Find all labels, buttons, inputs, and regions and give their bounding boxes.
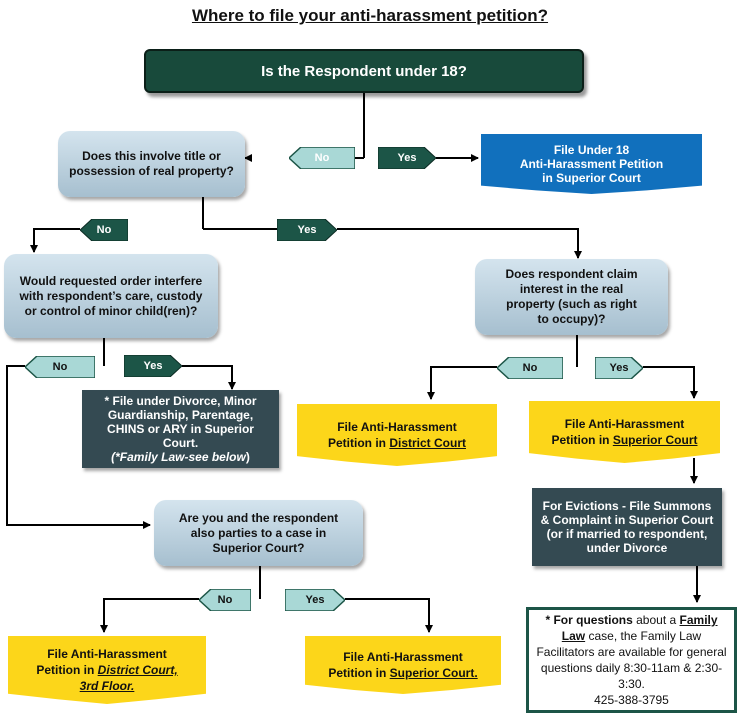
tag-no-under18: No xyxy=(289,147,355,169)
info-about: about a xyxy=(632,613,677,627)
result-under-18-superior: File Under 18 Anti-Harassment Petition i… xyxy=(481,134,702,194)
connector-parties-yes xyxy=(345,598,433,633)
tag-no-claim: No xyxy=(497,357,563,379)
question-superior-case-parties: Are you and the respondent also parties … xyxy=(154,500,363,566)
result-superior-court-2: File Anti-Harassment Petition in Superio… xyxy=(305,636,501,694)
result-superior-2-line1: File Anti-Harassment xyxy=(343,650,463,664)
question-claim-interest: Does respondent claim interest in the re… xyxy=(475,259,668,335)
result-under-18-line3: in Superior Court xyxy=(542,171,641,185)
info-phone: 425-388-3795 xyxy=(594,693,669,707)
tag-yes-under18: Yes xyxy=(378,147,436,169)
info-questions: * For questions xyxy=(545,613,633,627)
tag-no-parties: No xyxy=(199,589,251,611)
tag-no-children: No xyxy=(25,356,95,378)
info-family-law: Family Law xyxy=(561,613,718,643)
result-district-2-court: District Court, xyxy=(97,663,178,677)
connector-claim-yes xyxy=(643,366,698,399)
family-law-info-box: * For questions about a Family Law case,… xyxy=(526,607,737,713)
question-minor-children: Would requested order interfere with res… xyxy=(4,254,218,338)
connector-property-yes xyxy=(203,228,578,258)
result-district-2-line1: File Anti-Harassment xyxy=(47,647,167,661)
result-divorce-note: (*Family Law-see below xyxy=(111,450,246,464)
tag-yes-property: Yes xyxy=(277,219,337,241)
connector-children-no xyxy=(6,365,151,529)
result-district-1-court: District Court xyxy=(389,436,466,450)
result-district-1-line1: File Anti-Harassment xyxy=(337,420,457,434)
result-superior-court-1: File Anti-Harassment Petition in Superio… xyxy=(529,401,720,463)
tag-no-property: No xyxy=(80,219,128,241)
result-district-2-line2: Petition in xyxy=(36,663,98,677)
result-superior-2-line2: Petition in xyxy=(328,666,390,680)
result-under-18-line1: File Under 18 xyxy=(553,143,630,157)
result-superior-1-line2: Petition in xyxy=(551,433,613,447)
connector-property-no xyxy=(30,228,80,253)
page-title: Where to file your anti-harassment petit… xyxy=(191,6,549,25)
result-divorce-family-law: * File under Divorce, Minor Guardianship… xyxy=(82,390,279,468)
result-divorce-note-end: ) xyxy=(245,450,250,464)
tag-yes-claim: Yes xyxy=(595,357,643,379)
result-district-1-line2: Petition in xyxy=(327,436,390,450)
result-district-2-floor: 3rd Floor. xyxy=(79,679,135,693)
result-superior-2-court: Superior Court. xyxy=(389,666,478,680)
question-real-property: Does this involve title or possession of… xyxy=(58,131,245,197)
result-under-18-line2: Anti-Harassment Petition xyxy=(519,157,664,171)
connector-parties-no xyxy=(100,598,199,633)
result-divorce-text: * File under Divorce, Minor Guardianship… xyxy=(104,394,257,450)
result-superior-1-line1: File Anti-Harassment xyxy=(564,417,685,431)
result-district-court-1: File Anti-Harassment Petition in Distric… xyxy=(297,404,497,466)
result-evictions: For Evictions - File Summons & Complaint… xyxy=(532,488,722,566)
info-body: case, the Family Law Facilitators are av… xyxy=(536,629,727,691)
tag-yes-children: Yes xyxy=(124,355,182,377)
result-superior-1-court: Superior Court xyxy=(612,433,698,447)
tag-yes-parties: Yes xyxy=(285,589,345,611)
connector-claim-no xyxy=(427,366,497,400)
connector-children-yes xyxy=(182,365,236,390)
question-under-18: Is the Respondent under 18? xyxy=(144,49,584,93)
result-district-court-2: File Anti-Harassment Petition in Distric… xyxy=(8,636,206,704)
